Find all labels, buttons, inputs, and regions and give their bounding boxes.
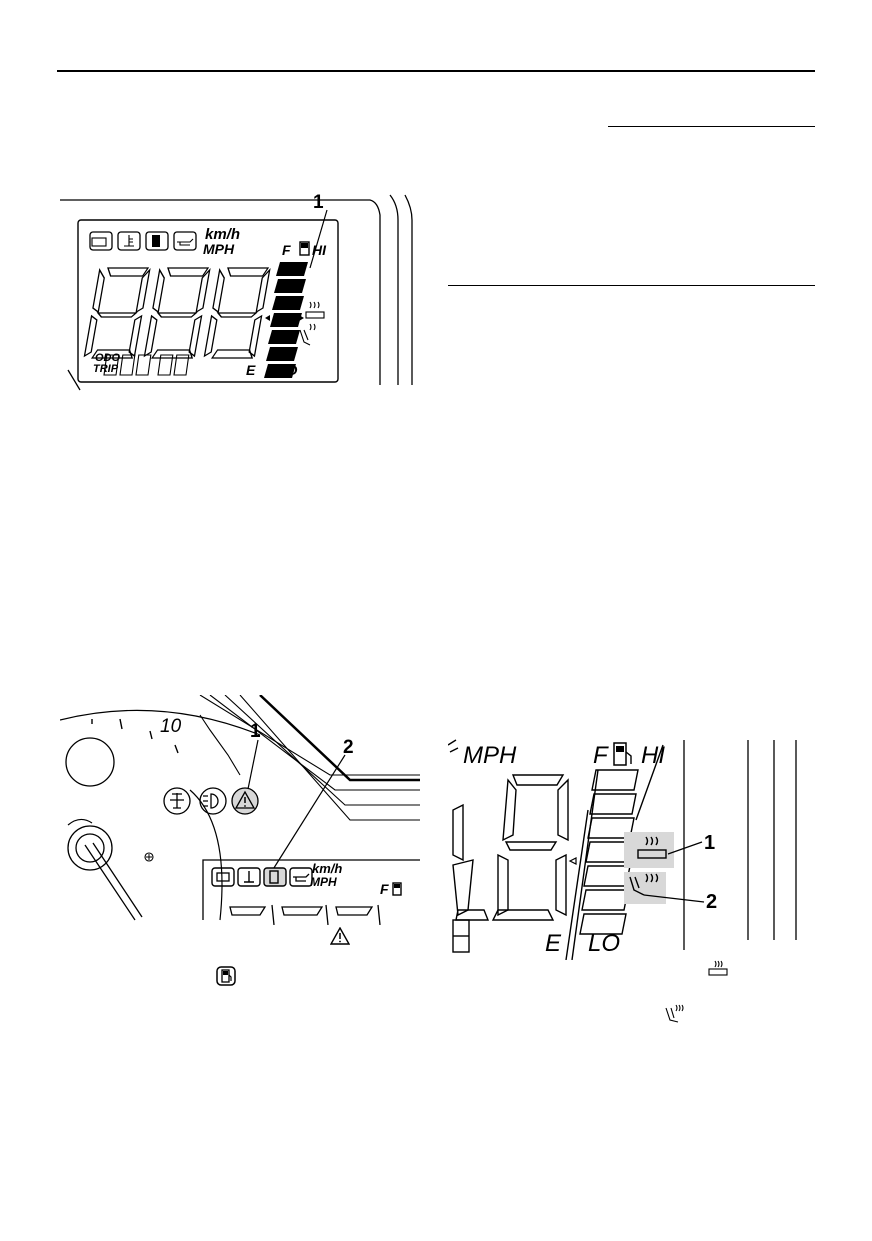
odometer-digit-frames <box>103 354 190 376</box>
level-lo-label: LO <box>278 362 298 378</box>
headlight-indicator <box>199 787 227 815</box>
fuel-icon <box>216 966 236 986</box>
figure-2-drawing <box>60 695 420 925</box>
fuel-level-bars <box>565 744 664 960</box>
figure-3-heater-indicators: 1 2 MPH F HI E LO <box>448 730 815 960</box>
coolant-temp-indicator <box>163 787 191 815</box>
level-hi-label: HI <box>312 242 326 258</box>
figure-1-lcd-display: 1 km/h MPH F HI E LO ODO TRIP <box>60 190 420 400</box>
thumb-warmer-icon <box>664 1004 686 1024</box>
warning-triangle-icon <box>329 926 351 945</box>
fuel-full-label: F <box>380 881 389 897</box>
thumb-warmer-icon <box>299 323 316 346</box>
lcd-icons-row <box>211 867 313 887</box>
level-lo-label: LO <box>588 930 621 957</box>
figure-3-callout-2: 2 <box>706 891 718 913</box>
figure-1-drawing <box>60 194 413 391</box>
grip-warmer-icon <box>637 836 667 859</box>
speed-digits <box>83 267 271 359</box>
figure-3-callout-1: 1 <box>704 832 716 854</box>
lcd-digit-tops <box>229 904 381 925</box>
figure-2-callout-1: 1 <box>250 721 261 742</box>
figure-2-callout-2: 2 <box>343 737 354 758</box>
fuel-empty-label: E <box>545 930 562 957</box>
fuel-empty-label: E <box>246 362 256 378</box>
unit-mph-label: MPH <box>463 742 517 769</box>
figure-2-instrument-cluster: 1 2 10 km/h MPH F <box>60 695 420 925</box>
section-rule-2 <box>448 285 815 286</box>
grip-warmer-icon <box>707 959 729 977</box>
fuel-icon <box>392 882 402 896</box>
fuel-full-label: F <box>282 242 291 258</box>
unit-mph-label: MPH <box>310 875 337 889</box>
figure-3-drawing <box>448 739 797 960</box>
thumb-warmer-icon <box>629 873 659 896</box>
fuel-level-bars <box>264 262 308 378</box>
unit-kmh-label: km/h <box>205 226 241 243</box>
fuel-icon <box>613 742 632 766</box>
header-rule <box>57 70 815 72</box>
speed-digits <box>452 774 569 953</box>
fuel-full-label: F <box>593 742 608 769</box>
lcd-warning-icons <box>89 231 197 251</box>
warning-triangle-indicator <box>231 787 259 815</box>
trip-label: TRIP <box>93 363 119 375</box>
figure-1-callout-1: 1 <box>313 192 324 213</box>
unit-kmh-label: km/h <box>312 861 343 876</box>
tach-number-10: 10 <box>160 716 182 737</box>
level-hi-label: HI <box>641 742 665 769</box>
section-rule-1 <box>608 126 815 127</box>
odo-label: ODO <box>95 352 121 364</box>
fuel-icon <box>299 241 310 256</box>
grip-warmer-icon <box>305 301 325 319</box>
unit-mph-label: MPH <box>203 241 235 257</box>
